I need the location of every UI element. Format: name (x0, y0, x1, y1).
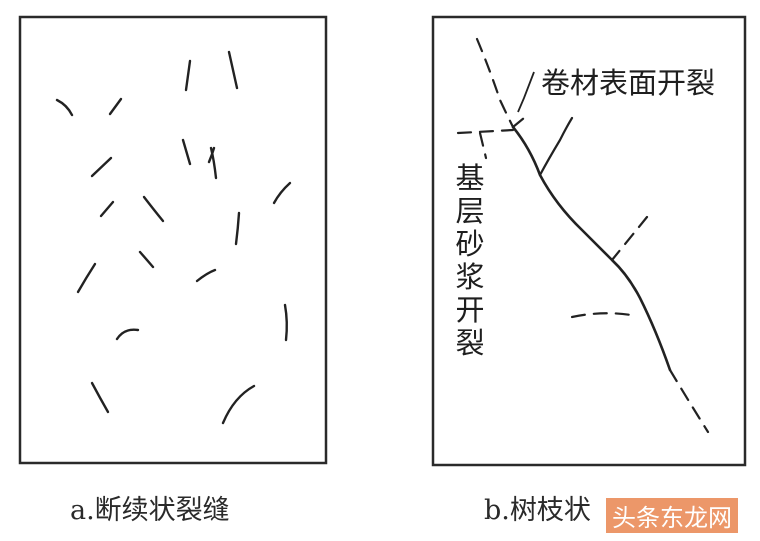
dashed-crack (456, 128, 515, 135)
dashed-crack (475, 37, 515, 129)
crack-segment (115, 328, 140, 341)
crack-segment (272, 181, 292, 205)
crack-segment (181, 138, 192, 166)
dashed-crack (570, 312, 639, 319)
dashed-crack (478, 131, 488, 160)
panel-a-caption: a.断续状裂缝 (70, 495, 230, 526)
dashed-crack (668, 368, 710, 434)
dashed-crack (610, 215, 649, 262)
intermittent-cracks (55, 50, 292, 425)
crack-segment (195, 268, 217, 283)
crack-segment (221, 384, 256, 425)
crack-segment (138, 250, 155, 269)
crack-segment (142, 195, 165, 223)
crack-segment (108, 97, 123, 116)
crack-segment (209, 146, 218, 180)
crack-segment (99, 200, 115, 218)
crack-segment (207, 146, 216, 164)
surface-crack-label: 卷材表面开裂 (541, 66, 716, 100)
panel-b-caption: b.树枝状 (484, 495, 591, 526)
substrate-cracks-dashed (456, 37, 710, 434)
crack-segment (76, 262, 97, 294)
dashed-crack (511, 116, 526, 129)
crack-segment (90, 156, 113, 178)
crack-segment (55, 98, 74, 117)
panel-b-frame (431, 15, 747, 467)
branching-crack (511, 116, 672, 372)
watermark-logo: 头条东龙网 (606, 498, 738, 533)
crack-segment (227, 50, 239, 90)
crack-segment (184, 59, 192, 92)
crack-segment (90, 381, 110, 414)
surface-branch-crack (538, 116, 574, 177)
main-crack-line (511, 125, 672, 372)
panel-a-frame (18, 15, 328, 465)
label-leader-line (517, 71, 535, 113)
crack-segment (283, 303, 288, 342)
crack-segment (234, 211, 241, 246)
base-mortar-crack-label: 基层砂浆开裂 (455, 161, 485, 360)
